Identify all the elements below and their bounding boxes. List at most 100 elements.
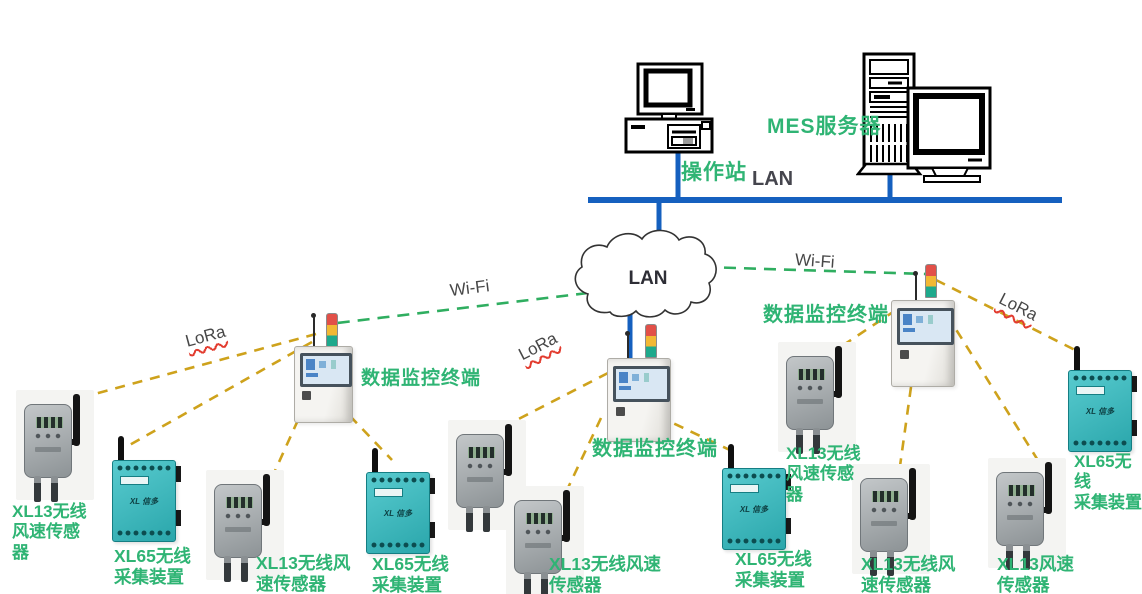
- sensor-display: [796, 367, 827, 382]
- sensor-probe: [224, 556, 231, 582]
- sensor-buttons: [1005, 501, 1035, 507]
- sensor-probe: [796, 428, 803, 454]
- wifi-link-right: [703, 265, 927, 276]
- antenna-icon: [835, 346, 842, 398]
- sensor-buttons: [523, 529, 553, 535]
- sensor-body: [786, 356, 834, 430]
- lora-link-t2-s5: [502, 371, 609, 429]
- sensor-buttons: [869, 507, 899, 513]
- device-model-text: XL 信多: [1085, 407, 1115, 416]
- antenna-icon: [73, 394, 80, 446]
- mount-fin: [171, 466, 181, 482]
- xl13-sensor: [448, 418, 526, 536]
- mount-fin: [1127, 376, 1137, 392]
- device-model-text: XL 信多: [383, 509, 413, 518]
- sensor-body: [996, 472, 1044, 546]
- monitoring-terminal-3: [889, 262, 955, 388]
- sensor-model-text: [525, 543, 551, 548]
- sensor-probe: [34, 476, 41, 502]
- terminal-screen: [896, 307, 954, 346]
- cabinet-lock: [900, 350, 910, 360]
- sensor-buttons: [33, 433, 63, 439]
- antenna-icon: [909, 468, 916, 520]
- terminal-screws-bottom: [370, 541, 426, 549]
- lora-link-t3-s9: [898, 386, 913, 467]
- sensor-model-text: [35, 447, 61, 452]
- sensor-probe: [524, 572, 531, 594]
- sensor-model-text: [225, 527, 251, 532]
- server-tower-icon: [856, 52, 992, 183]
- sensor-probe: [887, 550, 894, 576]
- sensor-buttons: [795, 385, 825, 391]
- sensor-probe: [1006, 544, 1013, 570]
- lan-cloud: LAN: [574, 229, 717, 318]
- sensor-display: [224, 495, 255, 510]
- sensor-body: [860, 478, 908, 552]
- sensor-model-text: [467, 477, 493, 482]
- device-body: XL 信多: [1068, 370, 1132, 452]
- signal-tower-icon: [645, 324, 657, 358]
- cloud-shape: [574, 229, 717, 318]
- xl65-device: XL 信多: [364, 448, 436, 556]
- monitoring-terminal-1: [292, 310, 356, 423]
- mount-fin: [425, 522, 435, 538]
- xl13-sensor: [778, 340, 856, 458]
- sensor-probe: [541, 572, 548, 594]
- xl13-sensor: [206, 468, 284, 586]
- sensor-probe: [466, 506, 473, 532]
- mount-fin: [781, 518, 791, 534]
- lora-link-t1-s2: [125, 340, 313, 449]
- sensor-buttons: [223, 513, 253, 519]
- xl65-device: XL 信多: [1066, 346, 1138, 454]
- sensor-1-label: XL13无线 风速传感 器: [12, 502, 87, 562]
- antenna-icon: [1045, 462, 1052, 514]
- cabinet-lock: [302, 390, 312, 400]
- cloud-lan-label: LAN: [628, 268, 667, 289]
- sensor-display: [870, 489, 901, 504]
- lora-link-t3-s10: [945, 314, 1041, 463]
- lan-bus-label: LAN: [752, 168, 794, 190]
- cabinet-lock: [616, 406, 626, 416]
- connector-block: [120, 476, 149, 485]
- sensor-display: [34, 415, 65, 430]
- device-model-text: XL 信多: [739, 505, 769, 514]
- xl13-sensor: [852, 462, 930, 580]
- antenna-icon: [913, 271, 918, 302]
- sensor-7-label: XL65无线 采集装置: [735, 549, 812, 590]
- lora-link-t3-s11: [935, 278, 1080, 354]
- connector-block: [1076, 386, 1105, 395]
- terminal-screws-top: [726, 472, 782, 480]
- xl13-sensor: [16, 388, 94, 506]
- sensor-probe: [241, 556, 248, 582]
- antenna-icon: [625, 331, 630, 360]
- connector-block: [374, 488, 403, 497]
- xl13-sensor: [506, 484, 584, 594]
- device-body: XL 信多: [112, 460, 176, 542]
- sensor-probe: [1023, 544, 1030, 570]
- terminal-screen: [299, 353, 353, 387]
- terminal-screws-top: [116, 464, 172, 472]
- mount-fin: [171, 510, 181, 526]
- mes-server-label: MES服务器: [767, 115, 882, 138]
- sensor-probe: [870, 550, 877, 576]
- terminal-2-label: 数据监控终端: [592, 438, 718, 460]
- sensor-4-label: XL65无线 采集装置: [372, 554, 449, 594]
- antenna-icon: [505, 424, 512, 476]
- operator-station-label: 操作站: [681, 161, 747, 184]
- sensor-display: [524, 511, 555, 526]
- xl65-device: XL 信多: [720, 444, 792, 552]
- lora-link-t2-s6: [565, 417, 603, 491]
- signal-tower-icon: [326, 313, 338, 347]
- sensor-10-label: XL13风速 传感器: [997, 554, 1074, 594]
- lora-link-t2-s7: [657, 414, 735, 454]
- terminal-3-label: 数据监控终端: [763, 304, 889, 326]
- sensor-display: [1006, 483, 1037, 498]
- terminal-screen: [612, 365, 670, 402]
- mount-fin: [1127, 420, 1137, 436]
- terminal-cabinet: [294, 346, 353, 423]
- sensor-probe: [483, 506, 490, 532]
- antenna-icon: [311, 313, 316, 347]
- sensor-body: [24, 404, 72, 478]
- sensor-probe: [51, 476, 58, 502]
